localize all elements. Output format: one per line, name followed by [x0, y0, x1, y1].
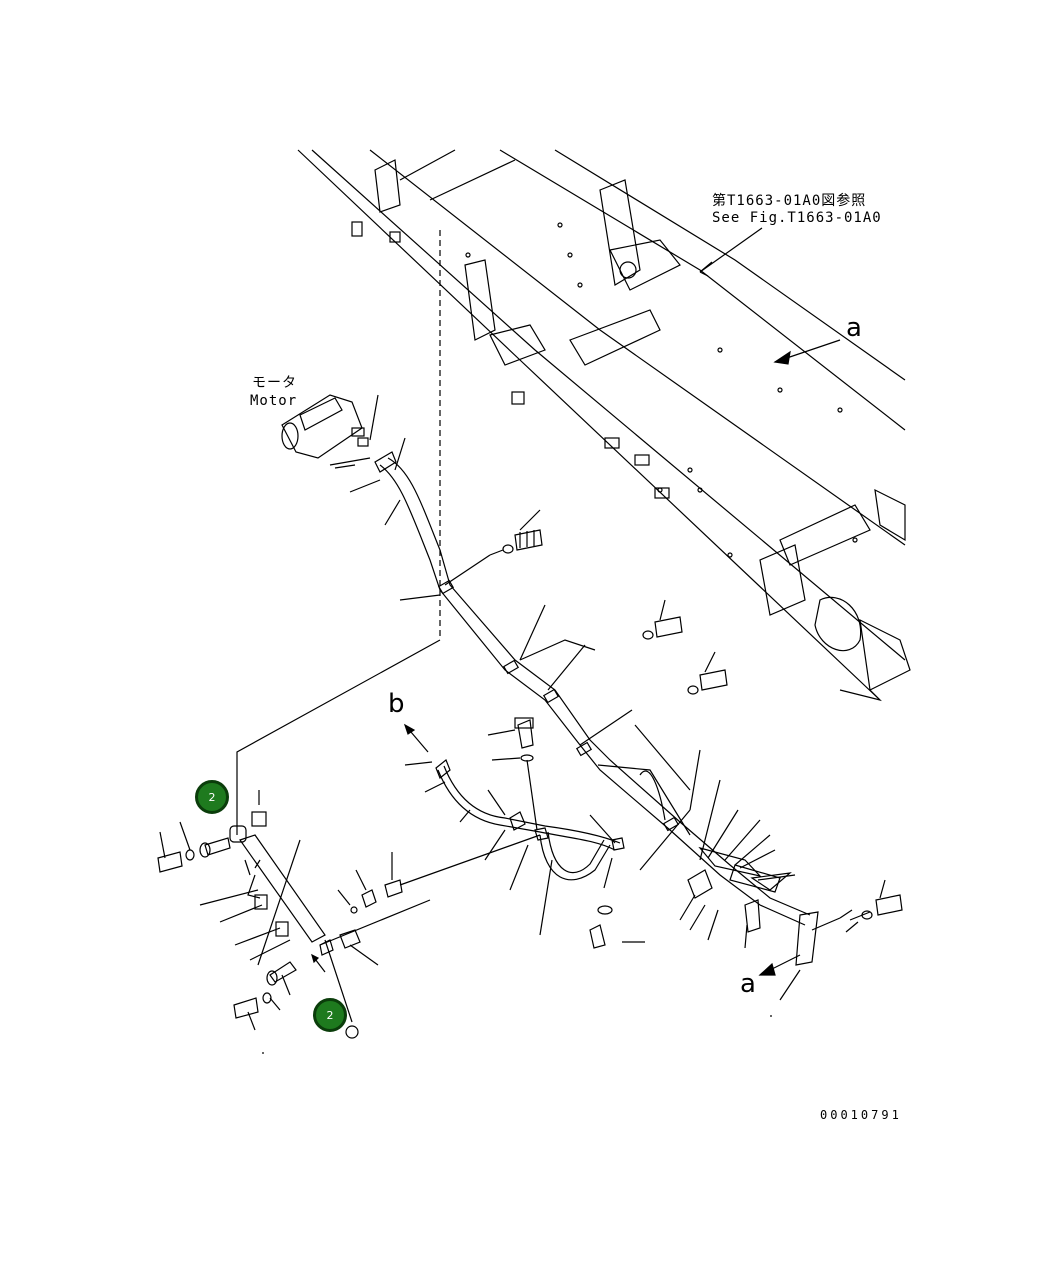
- callout-number: 2: [208, 790, 216, 804]
- reference-figure-label-en: See Fig.T1663-01A0: [712, 210, 882, 226]
- view-arrow-b-label: b: [388, 689, 405, 719]
- motor-label-en: Motor: [250, 393, 298, 409]
- reference-figure-label-jp: 第T1663-01A0図参照: [712, 193, 867, 209]
- bolts-right: [489, 509, 903, 920]
- callout-item-2-lower[interactable]: 2: [313, 998, 347, 1032]
- secondary-harness: [403, 717, 645, 949]
- view-arrow-a-bottom-label: a: [740, 969, 756, 999]
- drawing-number: 00010791: [820, 1108, 902, 1122]
- callout-item-2-upper[interactable]: 2: [195, 780, 229, 814]
- lower-left-subassembly: [157, 790, 772, 1054]
- callout-number: 2: [326, 1008, 334, 1022]
- motor-label-jp: モータ: [252, 375, 297, 391]
- detail-link: [236, 230, 441, 835]
- motor: [281, 394, 379, 466]
- cable-harness: [334, 437, 871, 1001]
- frame-beam: [297, 149, 911, 702]
- view-arrow-a-top-label: a: [846, 313, 862, 343]
